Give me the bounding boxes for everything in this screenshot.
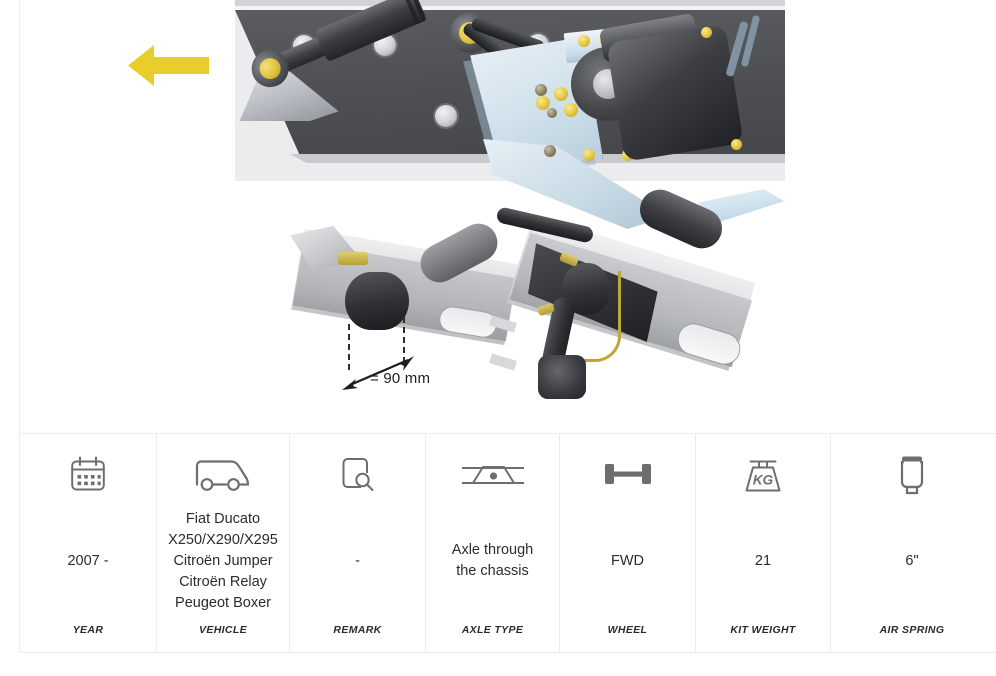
specification-table: 2007 - YEAR Fiat Ducato X250/X290/X295 C… (20, 433, 996, 652)
bolt (544, 145, 556, 157)
van-icon (194, 452, 252, 498)
hub-flange (538, 355, 586, 399)
bolt (547, 108, 557, 118)
bolt (583, 149, 595, 161)
dimension-line (403, 317, 405, 363)
bolt (535, 84, 547, 96)
bolt (536, 96, 550, 110)
weight-icon-text: KG (753, 473, 774, 488)
spec-label-vehicle: VEHICLE (199, 624, 247, 636)
rail-hole (435, 105, 457, 127)
fitting (338, 252, 368, 265)
dimension-arrow (342, 356, 414, 390)
bolt (701, 27, 712, 38)
spec-column-air-spring: 6" AIR SPRING (831, 434, 993, 652)
bolt (731, 139, 742, 150)
spec-column-remark: - REMARK (290, 434, 426, 652)
forward-direction-arrow (128, 45, 209, 86)
spec-value-wheel: FWD (610, 552, 644, 569)
spec-value-remark: - (355, 552, 360, 569)
bolt (578, 35, 590, 47)
detail-view-right (489, 183, 784, 407)
spec-label-air-spring: AIR SPRING (879, 624, 945, 636)
spec-label-wheel: WHEEL (607, 624, 648, 636)
chassis-axle-icon (460, 452, 526, 498)
air-spring-bellows (606, 24, 744, 162)
spec-column-kit-weight: KG 21 KIT WEIGHT (696, 434, 831, 652)
calendar-icon (70, 452, 106, 498)
weight-kg-icon: KG (742, 452, 784, 498)
spec-label-year: YEAR (72, 624, 104, 636)
spec-column-year: 2007 - YEAR (20, 434, 157, 652)
spec-value-kit-weight: 21 (754, 552, 772, 569)
top-assembly-view (235, 0, 785, 229)
spec-column-axle-type: Axle through the chassis AXLE TYPE (426, 434, 560, 652)
spec-column-vehicle: Fiat Ducato X250/X290/X295 Citroën Jumpe… (157, 434, 290, 652)
bolt (564, 103, 578, 117)
spec-value-air-spring: 6" (905, 552, 919, 569)
spec-value-axle-type: Axle through the chassis (451, 542, 534, 579)
spec-label-axle-type: AXLE TYPE (461, 624, 524, 636)
air-hose (572, 271, 621, 362)
product-card: = 90 mm (19, 0, 996, 653)
spec-value-year: 2007 - (67, 552, 109, 569)
axle-icon (603, 452, 653, 498)
detail-view-left: = 90 mm (290, 212, 525, 402)
air-spring-icon (896, 452, 928, 498)
spec-label-remark: REMARK (333, 624, 382, 636)
bump-stop-puck (345, 272, 409, 330)
rail-top-highlight (235, 6, 785, 10)
dimension-line (348, 324, 350, 370)
document-search-icon (341, 452, 375, 498)
spec-value-vehicle: Fiat Ducato X250/X290/X295 Citroën Jumpe… (168, 510, 278, 611)
rail-top-edge (235, 0, 785, 6)
product-image-stage: = 90 mm (20, 0, 996, 433)
spec-column-wheel: FWD WHEEL (560, 434, 696, 652)
bolt (554, 87, 568, 101)
spec-label-kit-weight: KIT WEIGHT (730, 624, 796, 636)
dimension-label: = 90 mm (370, 370, 431, 387)
